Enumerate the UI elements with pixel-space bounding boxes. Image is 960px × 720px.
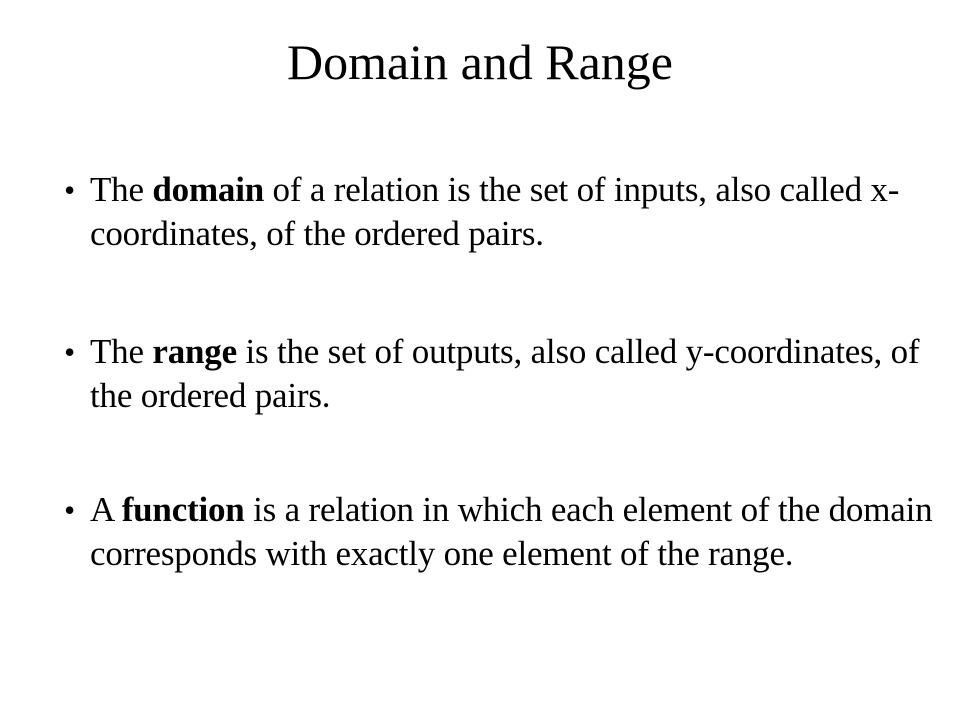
bullet-body: is the set of outputs, also called y-coo… [90,332,920,415]
bullet-term: domain [152,170,264,209]
bullet-prefix: A [90,490,122,529]
bullet-prefix: The [90,170,153,209]
bullet-body: of a relation is the set of inputs, also… [90,170,900,253]
bullet-text: The domain of a relation is the set of i… [90,168,958,256]
bullet-body: is a relation in which each element of t… [90,490,933,573]
bullet-text: The range is the set of outputs, also ca… [90,330,958,418]
slide-title: Domain and Range [286,34,673,90]
bullet-term: function [121,490,245,529]
bullet-icon: • [64,492,76,528]
bullet-text: A function is a relation in which each e… [90,488,958,576]
bullet-icon: • [64,172,76,208]
bullet-prefix: The [90,332,153,371]
bullet-icon: • [64,334,76,370]
bullet-term: range [152,332,237,371]
